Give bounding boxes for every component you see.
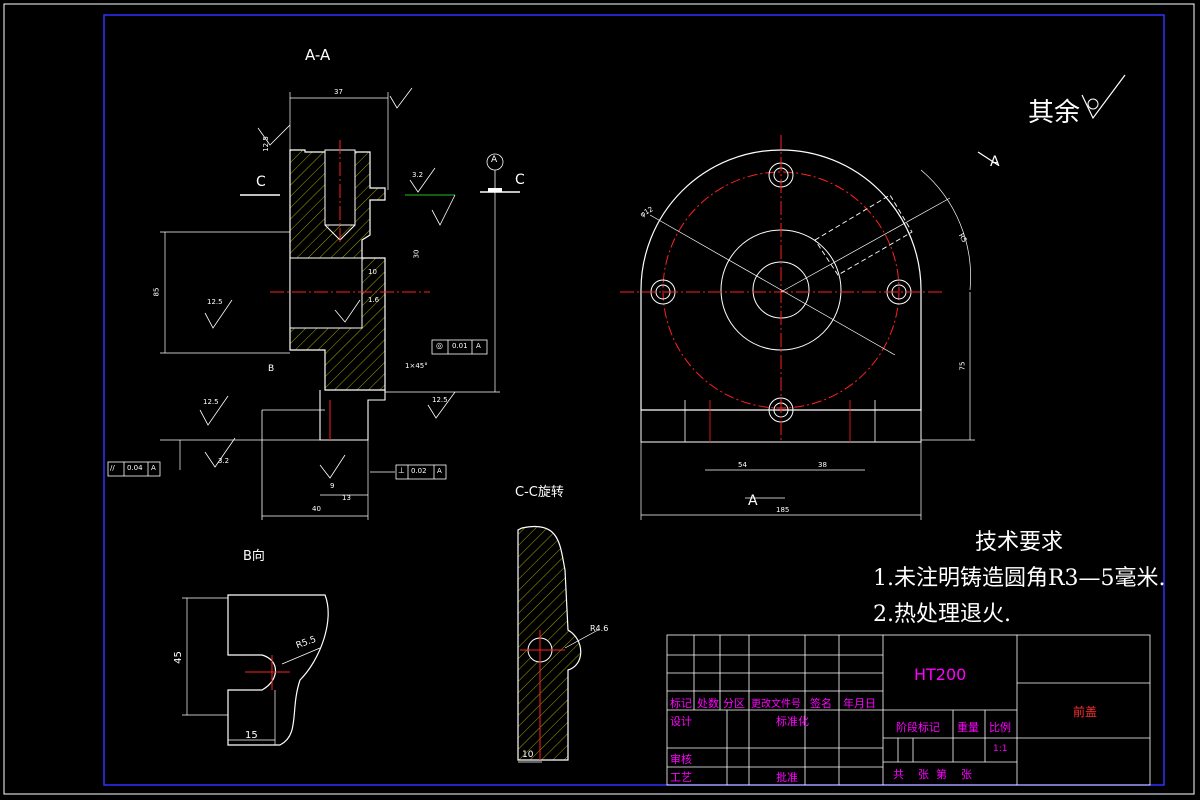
tol-concentricity-value: 0.01 — [452, 342, 468, 350]
tech-requirements-title: 技术要求 — [975, 530, 1064, 555]
tech-requirement-item: 1.未注明铸造圆角R3—5毫米. — [873, 566, 1166, 591]
material-label: HT200 — [914, 665, 967, 684]
tol-perp-value: 0.02 — [411, 467, 427, 475]
tb-process: 工艺 — [670, 771, 692, 784]
tb-header-cell: 签名 — [810, 697, 832, 710]
plan-arrow-label: A — [748, 493, 758, 509]
dim-aa-left-height: 85 — [152, 287, 161, 297]
dim-cc-radius: R4.6 — [590, 624, 609, 633]
tb-design: 设计 — [670, 715, 692, 728]
tb-header-cell: 分区 — [723, 697, 745, 710]
tb-header-cell: 年月日 — [843, 697, 876, 710]
tb-sheets: 共 张 第 张 — [893, 768, 972, 781]
datum-a-label: A — [491, 155, 498, 165]
tb-scale: 比例 — [989, 721, 1011, 734]
tb-stage-mark: 阶段标记 — [896, 721, 940, 734]
section-arrow-label: A — [990, 154, 1000, 170]
dim-aa-bottom-b: 13 — [342, 494, 351, 502]
tol-parallel-symbol: // — [110, 464, 115, 472]
tb-header-cell: 标记 — [670, 697, 692, 710]
dim-b-height: 45 — [172, 651, 184, 664]
part-name: 前盖 — [1073, 705, 1098, 719]
section-cc-view — [517, 525, 599, 763]
tb-header-cell: 更改文件号 — [751, 699, 801, 710]
plan-outline — [640, 149, 922, 411]
tol-parallel-datum: A — [151, 464, 156, 472]
tb-review: 审核 — [670, 753, 692, 766]
tb-approve: 批准 — [776, 771, 798, 784]
section-aa-view — [107, 87, 520, 520]
section-c-right: C — [515, 172, 525, 188]
inner-border — [103, 14, 1165, 786]
section-aa-title: A-A — [305, 46, 331, 64]
tb-weight: 重量 — [957, 721, 979, 734]
dim-aa-chamfer: 1×45° — [405, 362, 428, 370]
roughness-value: 12.5 — [261, 136, 270, 152]
dim-aa-small: 10 — [368, 268, 377, 276]
tb-scale-value: 1:1 — [993, 744, 1008, 754]
view-b-mark: B — [268, 364, 275, 374]
tol-perp-symbol: ⊥ — [398, 466, 405, 475]
tol-concentricity-symbol: ◎ — [436, 341, 443, 350]
roughness-value: 12.5 — [203, 398, 219, 406]
aa-bore — [289, 257, 363, 329]
tech-requirement-item: 2.热处理退火. — [873, 602, 1011, 627]
roughness-value: 3.2 — [412, 171, 424, 179]
dim-aa-right-height: 30 — [412, 249, 421, 259]
section-c-left: C — [256, 174, 266, 190]
plan-view — [620, 135, 999, 520]
dim-b-width: 15 — [245, 730, 258, 741]
tb-header-cell: 处数 — [697, 697, 719, 710]
dim-plan-total: 185 — [776, 506, 790, 514]
roughness-value: 12.5 — [432, 396, 448, 404]
roughness-value: 3.2 — [218, 457, 230, 465]
dim-plan-height: 75 — [958, 361, 967, 371]
roughness-value: 12.5 — [207, 298, 223, 306]
title-block-grid — [666, 634, 1151, 786]
tol-perp-datum: A — [437, 467, 442, 475]
rest-roughness-label: 其余 — [1028, 98, 1081, 128]
dim-aa-bottom-total: 40 — [312, 505, 321, 513]
view-b — [182, 594, 329, 746]
outer-frame — [3, 3, 1195, 795]
roughness-value: 1.6 — [368, 296, 380, 304]
dim-cc-width: 10 — [522, 750, 534, 760]
tol-concentricity-datum: A — [476, 342, 481, 350]
dim-aa-top-width: 37 — [334, 88, 343, 96]
dim-plan-left: 54 — [738, 461, 747, 469]
dim-aa-bottom-a: 9 — [330, 482, 335, 490]
rest-roughness-symbol — [1081, 74, 1126, 120]
section-cc-title: C-C旋转 — [515, 485, 564, 500]
view-b-title: B向 — [243, 549, 265, 564]
tol-parallel-value: 0.04 — [127, 464, 143, 472]
tb-standardize: 标准化 — [776, 715, 809, 728]
dim-plan-right: 38 — [818, 461, 827, 469]
